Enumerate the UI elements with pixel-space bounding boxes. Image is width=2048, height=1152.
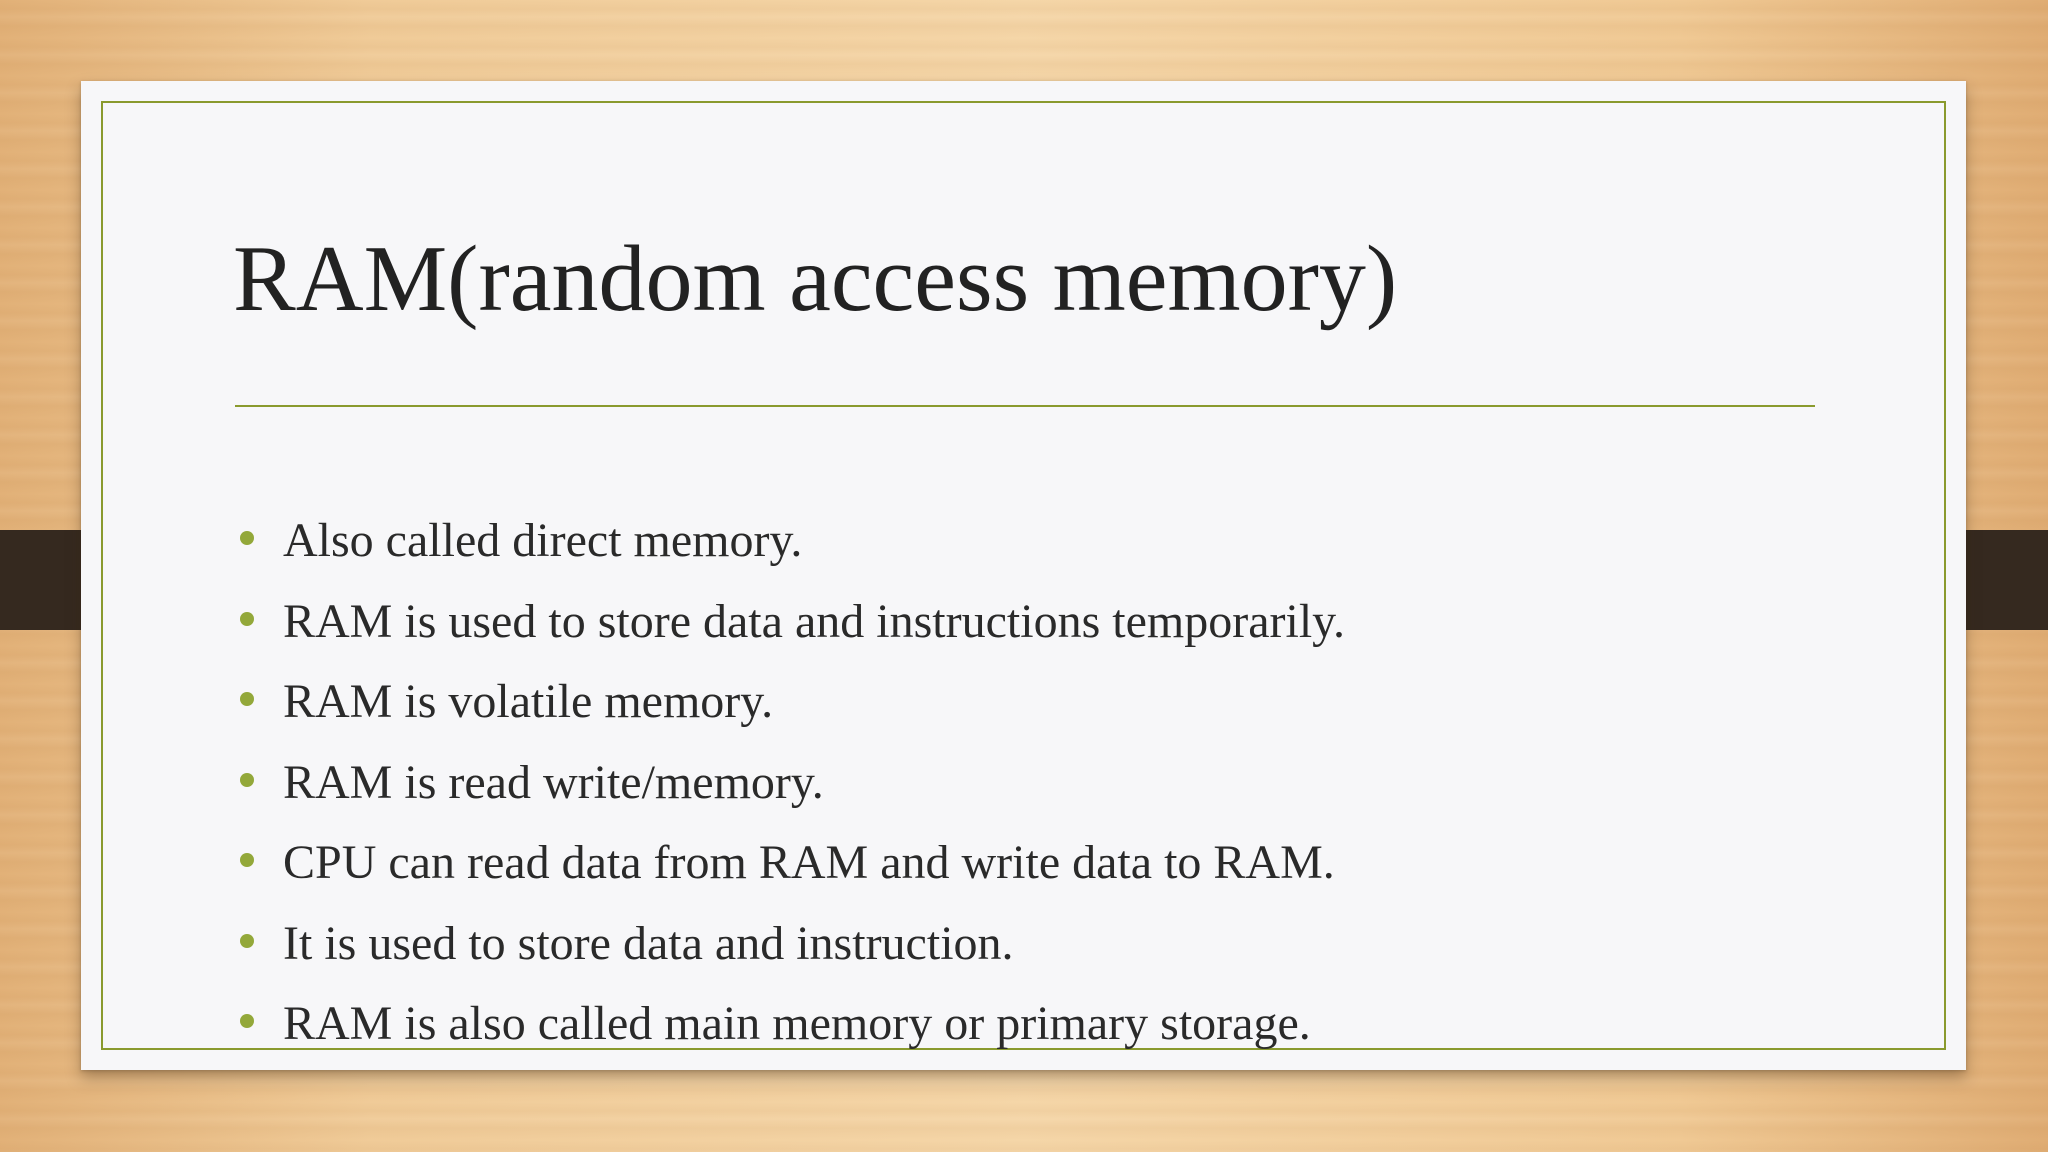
bullet-text: RAM is volatile memory. <box>283 675 774 728</box>
list-item: CPU can read data from RAM and write dat… <box>235 823 1345 904</box>
list-item: Also called direct memory. <box>235 501 1345 582</box>
list-item: RAM is also called main memory or primar… <box>235 984 1345 1065</box>
bullet-text: It is used to store data and instruction… <box>283 916 1014 970</box>
bullet-text: RAM is read write/memory. <box>283 755 824 809</box>
bullet-dot-icon <box>240 611 254 626</box>
bullet-dot-icon <box>240 692 254 706</box>
slide-title: RAM(random access memory) <box>233 227 1398 331</box>
bullet-dot-icon <box>240 853 254 867</box>
bullet-text: RAM is used to store data and instructio… <box>283 594 1346 648</box>
list-item: RAM is volatile memory. <box>235 662 1345 743</box>
bullet-text: Also called direct memory. <box>283 514 803 567</box>
bullet-text: RAM is also called main memory or primar… <box>283 997 1311 1050</box>
bullet-dot-icon <box>240 933 254 948</box>
bullet-dot-icon <box>240 772 254 787</box>
slide-border-frame <box>101 101 1946 1050</box>
bullet-dot-icon <box>240 1014 254 1028</box>
list-item: RAM is used to store data and instructio… <box>235 582 1345 663</box>
list-item: It is used to store data and instruction… <box>235 904 1345 985</box>
bullet-text: CPU can read data from RAM and write dat… <box>283 836 1335 889</box>
list-item: RAM is read write/memory. <box>235 743 1345 824</box>
bullet-list: Also called direct memory. RAM is used t… <box>235 501 1345 1065</box>
bullet-dot-icon <box>240 531 254 545</box>
slide: RAM(random access memory) Also called di… <box>81 81 1966 1070</box>
title-divider <box>235 405 1815 407</box>
